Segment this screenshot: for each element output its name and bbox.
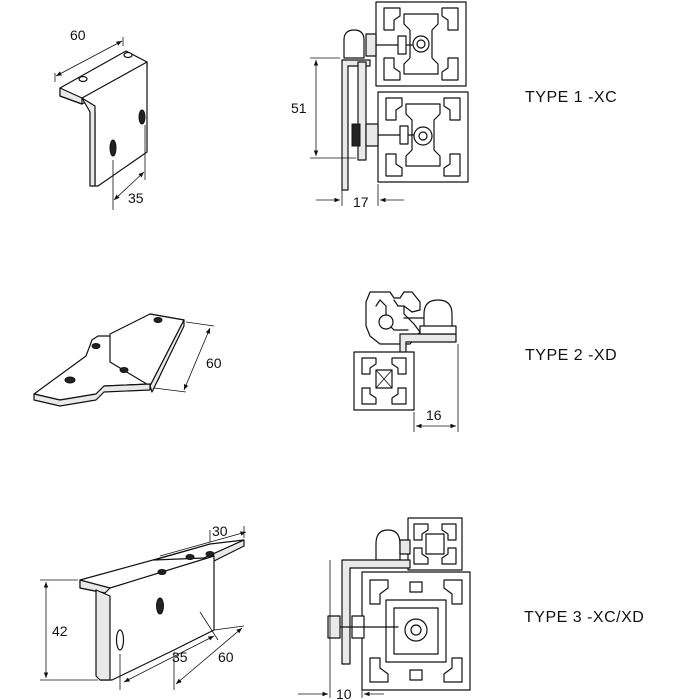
type2-label: TYPE 2 -XD (525, 347, 618, 364)
dim-type2-16: 16 (426, 407, 442, 423)
bolt-icon (403, 299, 457, 335)
type1-label: TYPE 1 -XC (525, 89, 618, 106)
dim-type1-51: 51 (291, 100, 307, 116)
type2-assembly-drawing: 16 (353, 291, 459, 432)
extrusion-profile-icon (407, 517, 463, 571)
bolt-icon (375, 529, 411, 561)
type3-assembly-drawing: 10 (298, 517, 471, 700)
angle-bracket-icon (59, 50, 148, 187)
extrusion-profile-icon (375, 1, 467, 87)
dim-type1-17: 17 (353, 194, 369, 210)
type1-assembly-drawing: 51 17 (291, 1, 469, 210)
bolt-icon (327, 615, 399, 639)
dim-type3-42: 42 (52, 623, 68, 639)
dim-type1-35: 35 (128, 190, 144, 206)
angle-bracket-icon (79, 539, 245, 681)
dim-type3-30: 30 (212, 523, 228, 539)
extrusion-profile-icon (377, 91, 469, 183)
type1-bracket-drawing: 60 35 (54, 27, 148, 210)
dim-type2-60: 60 (206, 355, 222, 371)
bolt-icon (343, 29, 413, 59)
extrusion-profile-icon (361, 571, 471, 691)
extrusion-profile-icon (365, 291, 421, 345)
type3-bracket-drawing: 30 42 35 60 (40, 523, 247, 690)
type3-label: TYPE 3 -XC/XD (524, 609, 645, 626)
bolt-icon (351, 123, 415, 147)
dim-type3-60: 60 (218, 649, 234, 665)
dim-type1-60: 60 (70, 27, 86, 43)
dim-type3-10: 10 (336, 686, 352, 700)
type2-bracket-drawing: 60 (33, 313, 222, 407)
flat-bracket-icon (33, 313, 185, 407)
extrusion-profile-icon (353, 351, 415, 411)
